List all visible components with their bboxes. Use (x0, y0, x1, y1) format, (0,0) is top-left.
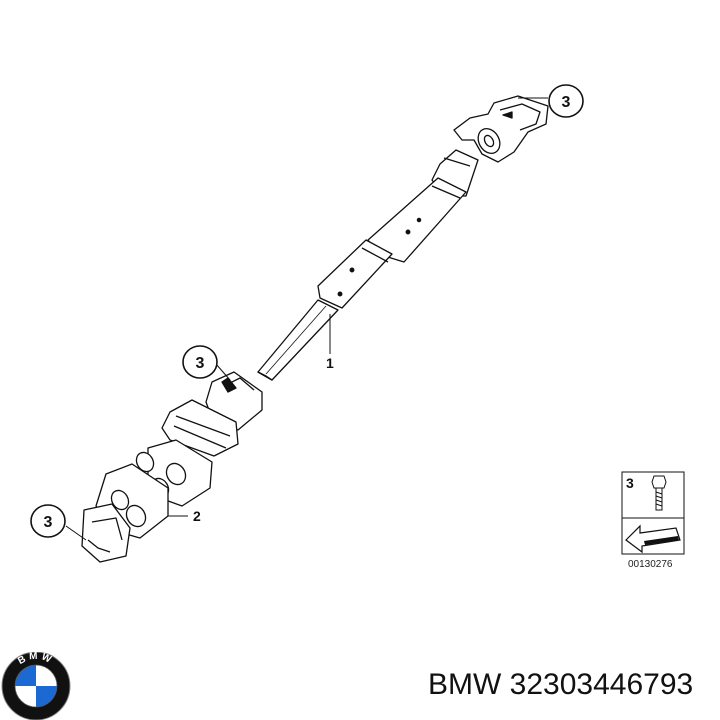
callout-lower-left-label: 3 (44, 514, 53, 531)
steering-shaft-diagram: 3 3 3 1 2 3 (30, 84, 685, 570)
lower-joint-part-2 (81, 371, 263, 563)
callout-top-right: 3 (518, 84, 584, 118)
steering-shaft-part-1 (257, 95, 549, 381)
legend-number: 3 (626, 475, 634, 491)
callout-top-right-label: 3 (562, 94, 571, 111)
arrow-icon (625, 524, 681, 554)
bmw-logo-letters: BMW (16, 652, 52, 667)
part-number-1-label: 1 (326, 355, 334, 371)
callout-middle-label: 3 (196, 355, 205, 372)
part-number-1: 1 (326, 314, 334, 371)
part-number-2-label: 2 (193, 508, 201, 524)
svg-text:BMW: BMW (16, 652, 55, 667)
caption-part-number: 32303446793 (509, 668, 694, 701)
part-number-2: 2 (168, 508, 201, 524)
callout-middle: 3 (182, 345, 231, 381)
legend-reference-code: 00130276 (628, 559, 673, 570)
part-caption: BMW 32303446793 (428, 668, 693, 702)
caption-brand: BMW (428, 668, 502, 701)
bolt-icon (651, 475, 667, 511)
callout-lower-left: 3 (30, 504, 87, 541)
fastener-legend: 3 00130276 (621, 471, 685, 570)
bmw-logo: BMW (1, 652, 71, 720)
